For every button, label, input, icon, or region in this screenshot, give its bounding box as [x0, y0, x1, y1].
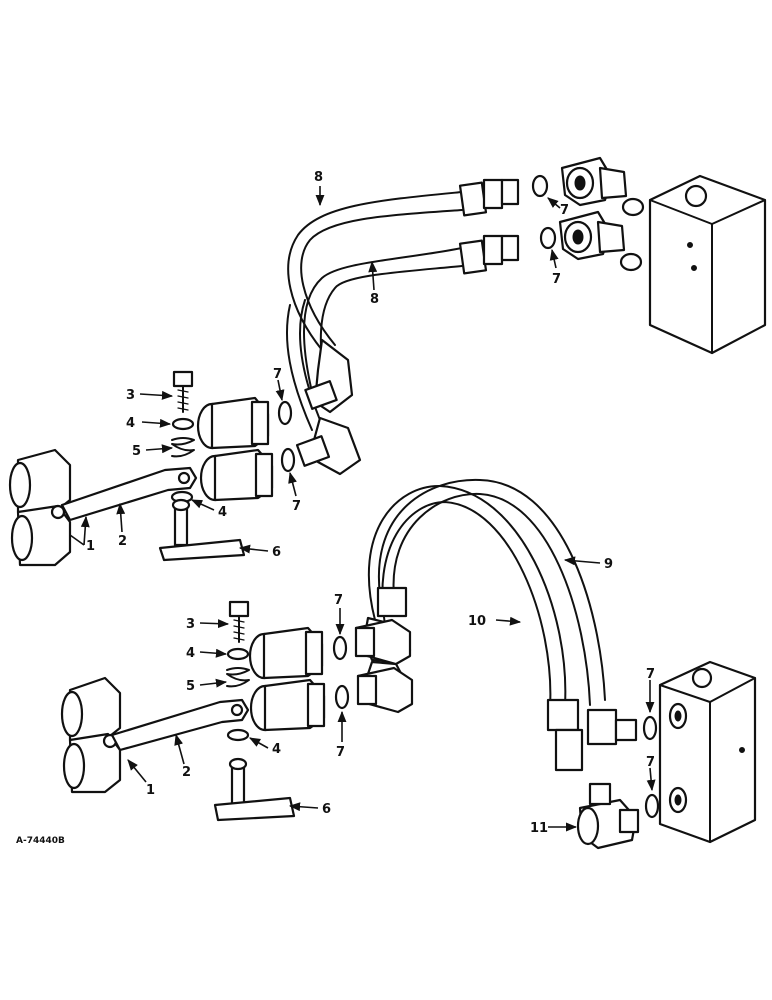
callout-4-upper-top: 4 [126, 416, 135, 431]
callout-leaders [69, 186, 656, 832]
swivel-elbow-fitting [576, 782, 640, 850]
callout-2-upper: 2 [118, 534, 127, 549]
callout-7-lower-coupler-bottom: 7 [336, 745, 345, 760]
lower-elbow-fittings [354, 618, 414, 714]
lower-bolt [228, 600, 250, 643]
callout-3-upper: 3 [126, 388, 135, 403]
lower-valve-block [658, 660, 757, 844]
upper-coupler-top [196, 396, 270, 450]
callout-7-lower-block-bottom: 7 [646, 755, 655, 770]
callout-7-upper-coupler-bottom: 7 [292, 499, 301, 514]
upper-coupler-bottom [199, 448, 274, 502]
upper-elbow-fitting-bottom [558, 210, 626, 261]
callout-6-upper: 6 [272, 545, 281, 560]
upper-clamp-bracket [8, 448, 72, 567]
lower-coupler-bottom [249, 678, 326, 732]
lower-hose-pair [367, 478, 606, 709]
upper-hose-end-fittings [295, 178, 520, 476]
callout-7-upper-elbow-bottom: 7 [552, 272, 561, 287]
lower-coupler-top [248, 626, 324, 680]
callout-5-lower: 5 [186, 679, 195, 694]
callout-4-lower-top: 4 [186, 646, 195, 661]
lower-lever-arm [110, 698, 250, 752]
upper-pin-bracket [158, 498, 246, 562]
callout-7-upper-elbow-top: 7 [560, 203, 569, 218]
upper-lever-arm [60, 466, 198, 522]
lower-coupler-o-rings [332, 635, 350, 710]
lower-clamp-bracket [60, 676, 122, 794]
figure-reference-number: A-74440B [16, 836, 65, 846]
lower-block-o-rings [642, 715, 660, 819]
upper-block-o-rings [531, 174, 645, 272]
callout-7-lower-block-top: 7 [646, 667, 655, 682]
lower-washers-spring [226, 647, 250, 742]
callout-11: 11 [530, 821, 548, 836]
callout-7-lower-coupler-top: 7 [334, 593, 343, 608]
upper-elbow-fitting-top [560, 156, 628, 207]
callout-7-upper-coupler-top: 7 [273, 367, 282, 382]
callout-8-middle: 8 [370, 292, 379, 307]
callout-10: 10 [468, 614, 486, 629]
callout-2-lower: 2 [182, 765, 191, 780]
callout-1-lower: 1 [146, 783, 155, 798]
upper-bolt [172, 370, 194, 413]
callout-9: 9 [604, 557, 613, 572]
callout-4-upper-bottom: 4 [218, 505, 227, 520]
callout-1-upper: 1 [86, 539, 95, 554]
callout-8-top: 8 [314, 170, 323, 185]
callout-4-lower-bottom: 4 [272, 742, 281, 757]
upper-coupler-o-rings [277, 400, 296, 473]
callout-5-upper: 5 [132, 444, 141, 459]
callout-3-lower: 3 [186, 617, 195, 632]
lower-pin-bracket [213, 757, 296, 822]
callout-6-lower: 6 [322, 802, 331, 817]
upper-valve-block [648, 174, 767, 355]
callout-labels: 8 8 7 7 7 7 3 4 5 4 2 1 6 9 10 7 7 3 4 5… [86, 170, 655, 836]
